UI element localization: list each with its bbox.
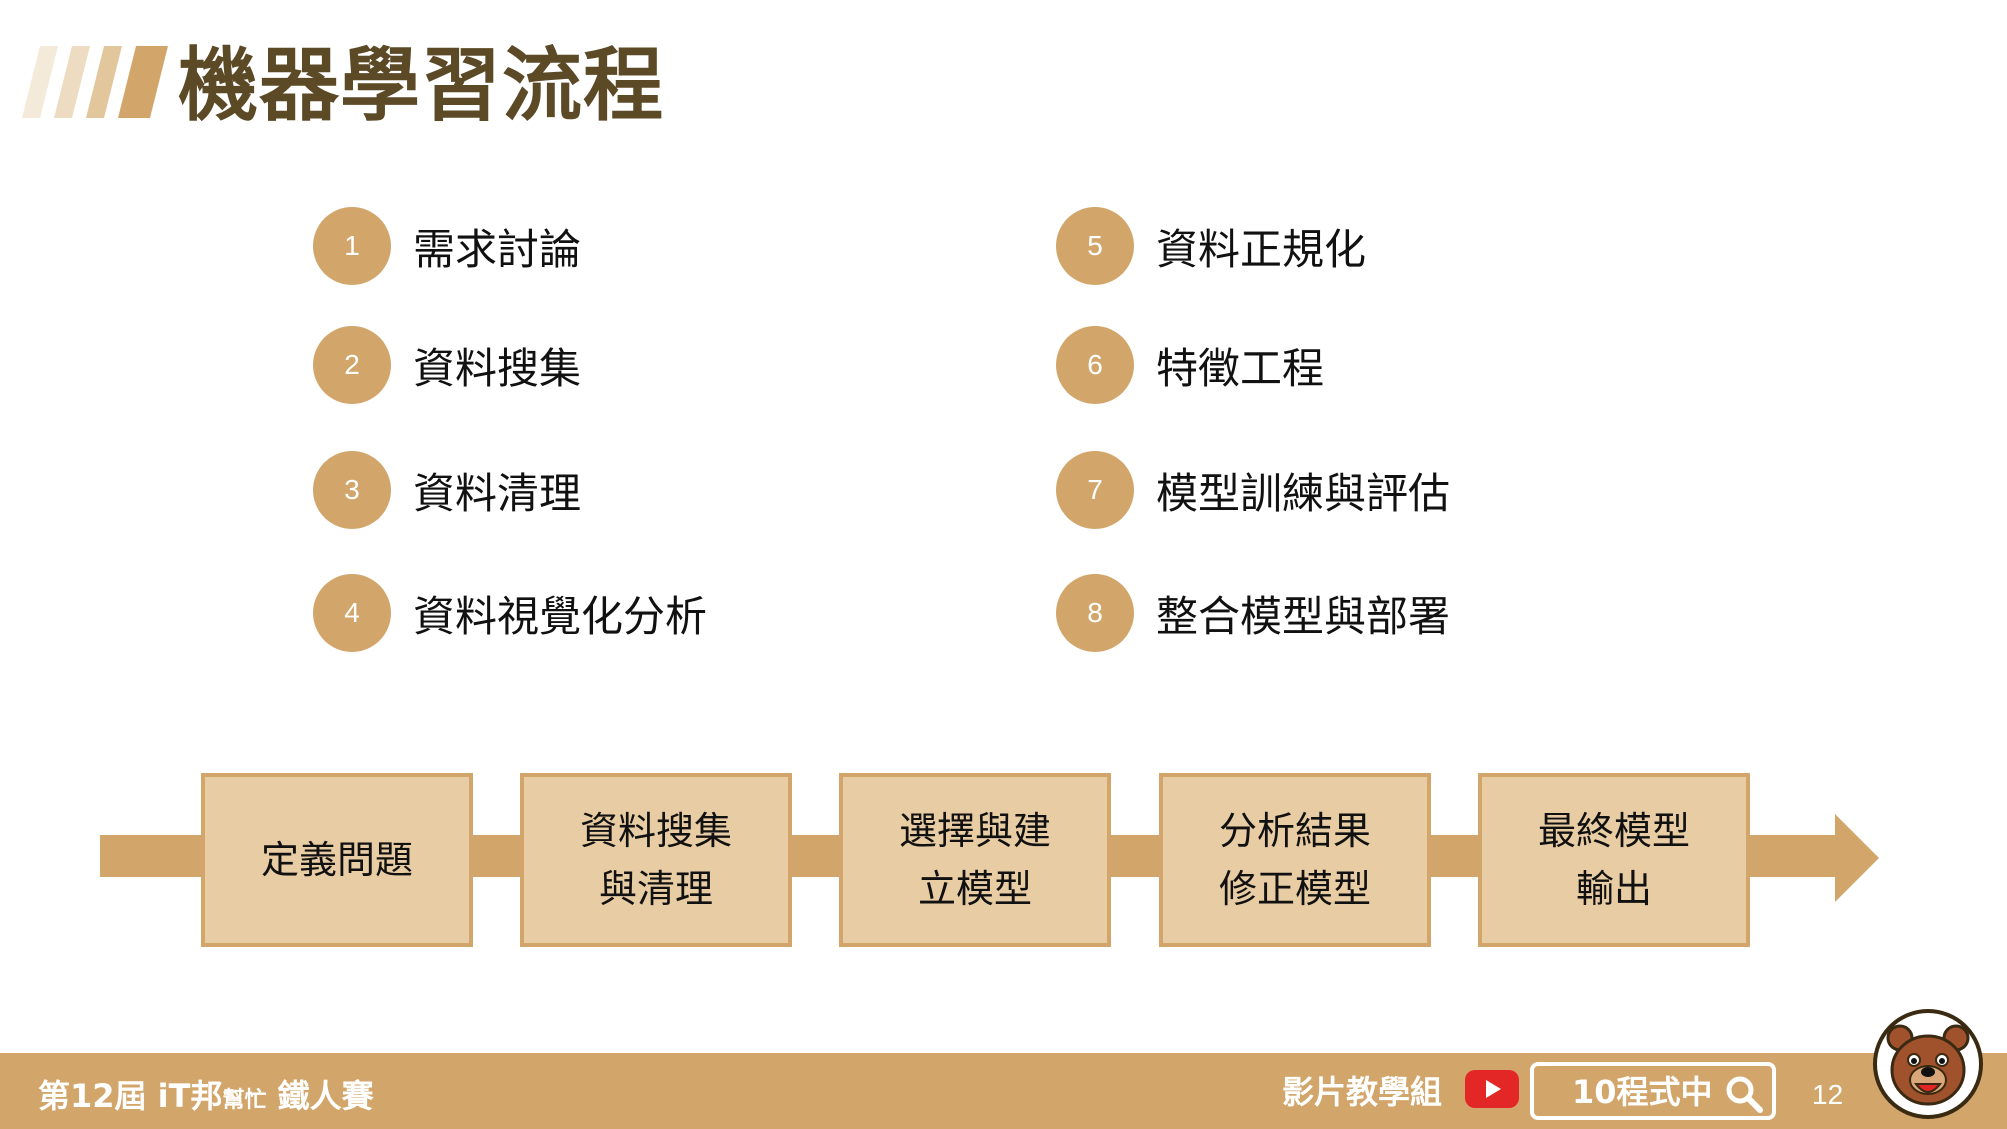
page-number: 12 [1812,1079,1844,1110]
step-number-badge: 2 [313,326,391,404]
step-label: 模型訓練與評估 [1156,468,1451,518]
step-label: 資料清理 [413,468,582,518]
flow-step-label: 分析結果 修正模型 [1218,809,1371,911]
page-title: 機器學習流程 [178,39,664,132]
step-label: 資料正規化 [1156,224,1367,274]
step-number-badge: 8 [1056,574,1134,652]
list-item: 2 資料搜集 [313,326,581,404]
flow-step-label: 最終模型 輸出 [1537,809,1690,911]
event-name-suffix: 鐵人賽 [266,1077,374,1115]
step-number-badge: 6 [1056,326,1134,404]
flow-arrow-head [1835,814,1879,902]
list-item: 8 整合模型與部署 [1056,574,1450,652]
team-label: 影片教學組 [1282,1073,1443,1111]
step-label: 整合模型與部署 [1156,591,1451,641]
step-label: 資料搜集 [413,343,582,393]
list-item: 1 需求討論 [313,207,581,285]
flow-step-label: 定義問題 [260,838,413,882]
step-label: 特徵工程 [1156,343,1325,393]
flow-step-box: 定義問題 [201,773,473,947]
search-text: 10程式中 [1572,1073,1713,1111]
list-item: 7 模型訓練與評估 [1056,451,1450,529]
step-number-badge: 5 [1056,207,1134,285]
search-icon [1726,1076,1763,1113]
list-item: 4 資料視覺化分析 [313,574,707,652]
event-name-prefix: 第12屆 iT邦 [38,1077,223,1115]
step-number-badge: 1 [313,207,391,285]
list-item: 3 資料清理 [313,451,581,529]
flow-step-box: 選擇與建 立模型 [839,773,1111,947]
youtube-icon [1465,1070,1519,1108]
step-number-badge: 4 [313,574,391,652]
flow-step-label: 資料搜集 與清理 [579,809,732,911]
flow-step-box: 資料搜集 與清理 [520,773,792,947]
step-number-badge: 3 [313,451,391,529]
event-name-small: 幫忙 [222,1088,267,1113]
search-box [1530,1062,1776,1120]
step-label: 資料視覺化分析 [413,591,708,641]
flow-step-box: 分析結果 修正模型 [1159,773,1431,947]
mascot-bear-icon [1873,1009,1983,1119]
list-item: 6 特徵工程 [1056,326,1324,404]
flow-step-box: 最終模型 輸出 [1478,773,1750,947]
step-label: 需求討論 [413,224,582,274]
step-number-badge: 7 [1056,451,1134,529]
event-name: 第12屆 iT邦幫忙 鐵人賽 [38,1074,374,1123]
flow-step-label: 選擇與建 立模型 [898,809,1051,911]
list-item: 5 資料正規化 [1056,207,1366,285]
title-decoration-stripes [22,46,168,118]
